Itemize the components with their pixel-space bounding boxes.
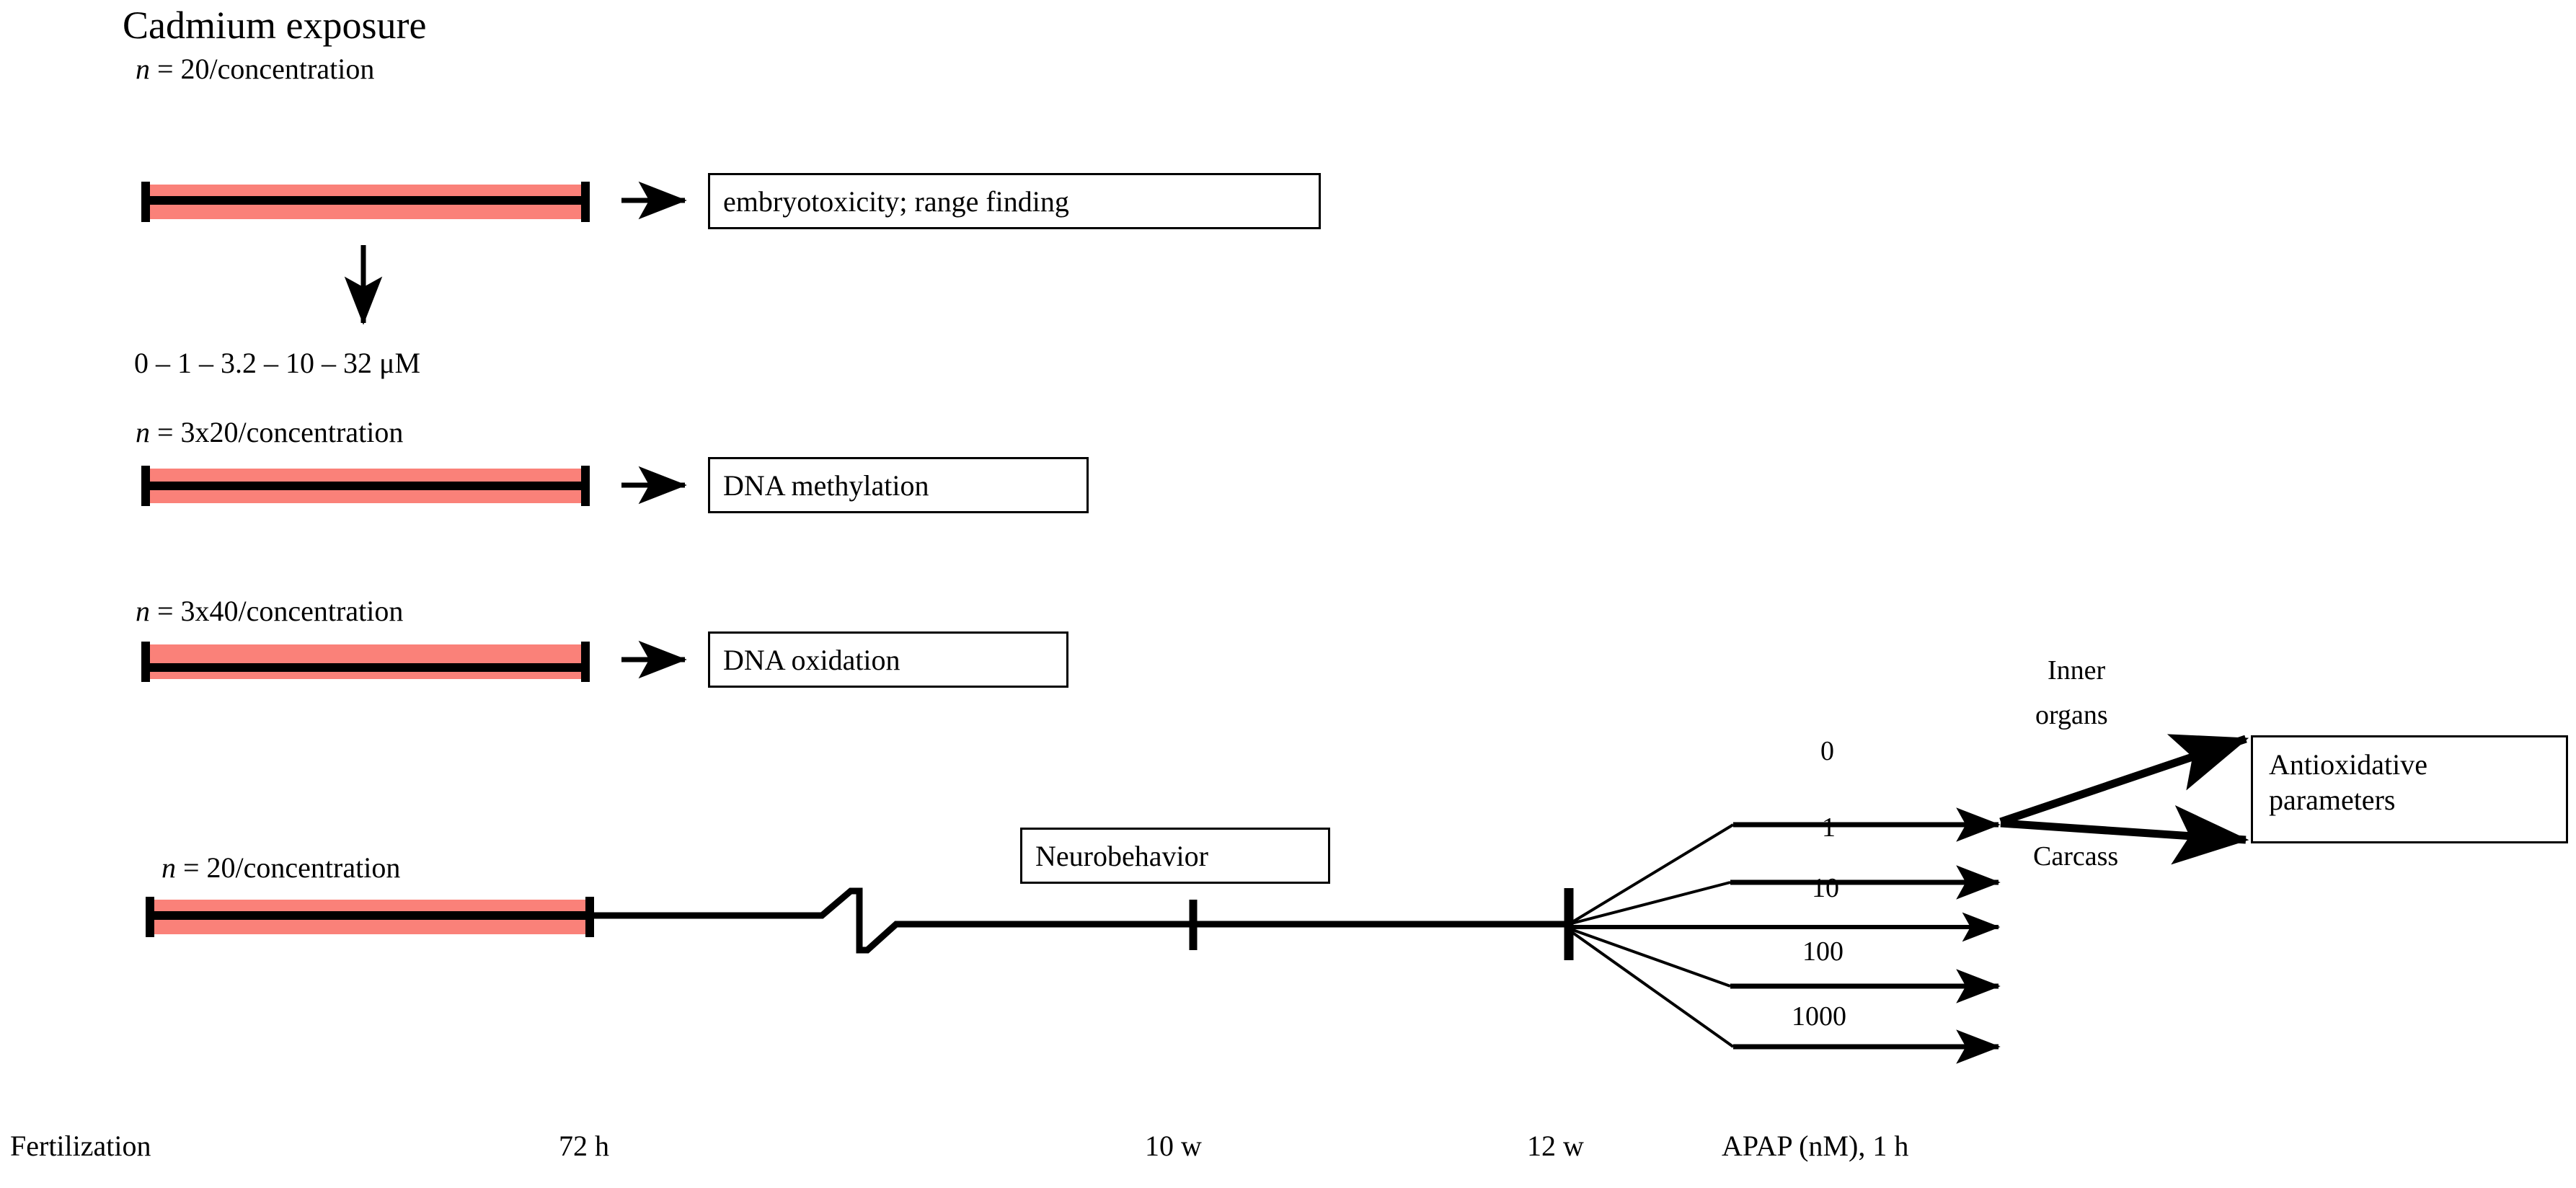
n-label-main-timeline: n = 20/concentration [161,851,401,884]
route-label-carcass: Carcass [2033,841,2119,872]
route-label-inner-organs-line2: organs [2035,700,2108,730]
apap-dose-label-100: 100 [1802,936,1844,967]
exposure-bar-cap-right-dna-oxidation [581,642,590,682]
route-label-inner-organs-line1: Inner [2048,655,2106,686]
axis-label-10w: 10 w [1145,1130,1202,1162]
outcome-box-dna-methylation: DNA methylation [708,457,1089,513]
apap-dose-label-10: 10 [1812,873,1839,903]
outcome-box-range-finding-label: embryotoxicity; range finding [723,185,1069,218]
axis-label-12w: 12 w [1527,1130,1584,1162]
main-timeline-axis [590,887,1568,954]
apap-dose-label-1: 1 [1822,812,1836,843]
exposure-bar-cap-left-main-timeline [146,897,154,937]
branch-diagonal-dose-100 [1568,927,1731,988]
neurobehavior-box-label: Neurobehavior [1035,839,1208,872]
neurobehavior-box: Neurobehavior [1020,828,1330,884]
endpoint-box-antioxidative-parameters: Antioxidative parameters [2251,735,2568,843]
n-label-range-finding: n = 20/concentration [136,53,375,85]
exposure-bar-cap-right-range-finding [581,182,590,222]
branch-diagonal-dose-1 [1568,881,1731,926]
exposure-bar-midline-dna-oxidation [141,663,588,672]
axis-label-fertilization: Fertilization [10,1130,151,1162]
n-label-dna-methylation: n = 3x20/concentration [136,416,404,448]
exposure-bar-cap-left-dna-oxidation [141,642,150,682]
branch-diagonal-dose-0 [1567,823,1735,926]
concentration-list: 0 – 1 – 3.2 – 10 – 32 μM [134,347,421,379]
exposure-bar-midline-main-timeline [146,911,591,920]
exposure-bar-midline-range-finding [141,196,588,205]
endpoint-box-line2: parameters [2269,783,2396,816]
apap-dose-label-0: 0 [1820,736,1834,766]
exposure-bar-cap-right-dna-methylation [581,466,590,506]
outcome-box-range-finding: embryotoxicity; range finding [708,173,1321,229]
figure-title: Cadmium exposure [123,4,427,47]
exposure-bar-cap-left-range-finding [141,182,150,222]
exposure-bar-dna-oxidation [141,644,588,679]
arrow-carcass-to-endpoint [2000,805,2249,865]
branch-diagonal-dose-1000 [1567,928,1735,1048]
outcome-box-dna-oxidation-label: DNA oxidation [723,643,900,676]
outcome-box-dna-oxidation: DNA oxidation [708,631,1068,688]
axis-label-72h: 72 h [559,1130,609,1162]
exposure-bar-cap-left-dna-methylation [141,466,150,506]
endpoint-box-line1: Antioxidative [2269,748,2427,781]
n-label-dna-oxidation: n = 3x40/concentration [136,595,404,627]
apap-dose-label-1000: 1000 [1792,1001,1846,1032]
axis-label-apap: APAP (nM), 1 h [1722,1130,1909,1162]
arrow-inner-organs-to-endpoint [1999,734,2249,826]
outcome-box-dna-methylation-label: DNA methylation [723,469,929,502]
exposure-bar-midline-dna-methylation [141,482,588,490]
